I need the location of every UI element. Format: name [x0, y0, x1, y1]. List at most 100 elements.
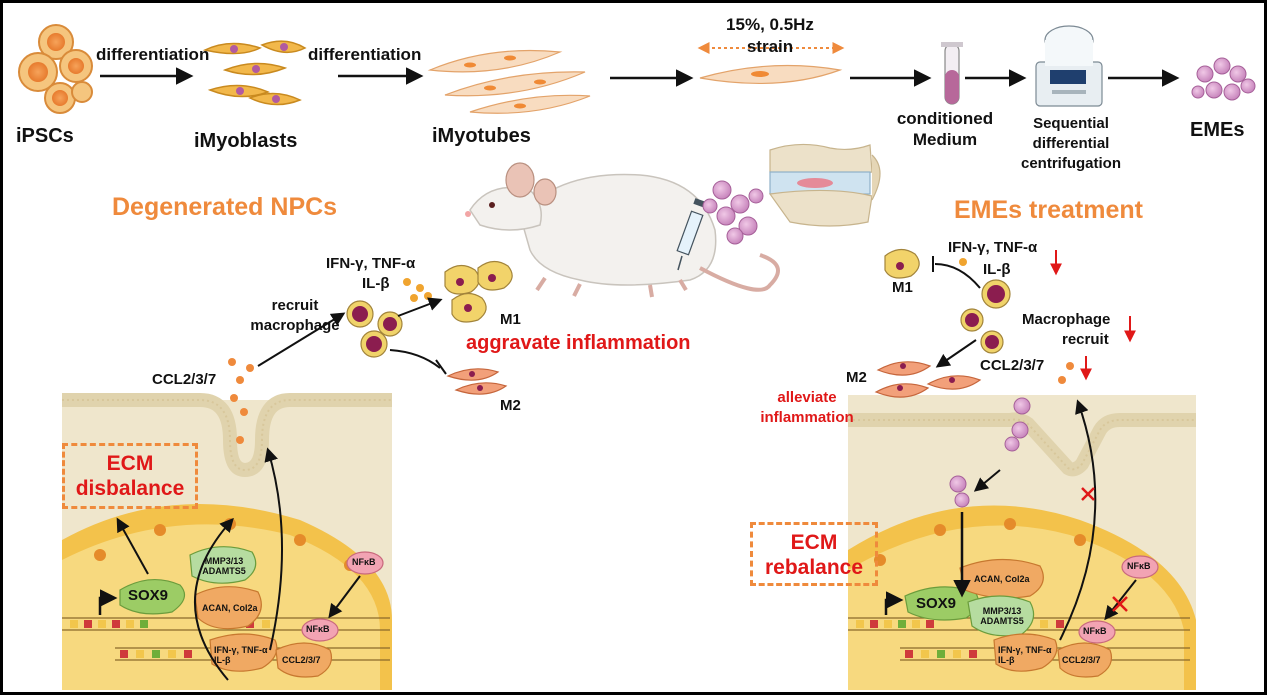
- label-centrifugation: centrifugation: [1021, 155, 1121, 172]
- right-label-nfkb-bottom: NFκB: [1083, 626, 1107, 636]
- right-label-inflammation: inflammation: [760, 409, 854, 426]
- centrifuge-icon: [1035, 25, 1103, 107]
- left-acan-blob: [194, 586, 262, 630]
- right-label-m1: M1: [892, 279, 913, 296]
- right-arrow-emes-uptake: [973, 469, 1001, 492]
- right-m2-cells: [874, 361, 982, 398]
- right-nfkb-top-blob: [1121, 555, 1159, 579]
- emes-cluster: [1191, 57, 1256, 101]
- right-label-nfkb-top: NFκB: [1127, 561, 1151, 571]
- left-label-m2: M2: [500, 397, 521, 414]
- right-ccl-dots: [1058, 362, 1074, 384]
- left-panel-title: Degenerated NPCs: [112, 193, 338, 221]
- left-sox9-promoter-arrow: [98, 589, 118, 615]
- right-label-il-beta: IL-β: [983, 261, 1011, 278]
- left-protein-blobs: [119, 546, 384, 678]
- left-label-nfkb-top: NFκB: [352, 557, 376, 567]
- right-label-mmp: MMP3/13: [982, 606, 1022, 616]
- right-m1-cell: [884, 248, 920, 279]
- label-strain: strain: [746, 37, 794, 56]
- rat-illustration: [465, 162, 780, 298]
- right-inhibit-m1: [934, 263, 981, 289]
- strained-myotube: [699, 64, 843, 85]
- left-label-cytokines: IFN-γ, TNF-α: [326, 255, 416, 272]
- label-medium: Medium: [912, 130, 978, 149]
- right-ifn-blob: [993, 633, 1058, 672]
- label-differentiation-2: differentiation: [308, 45, 422, 64]
- left-label-mmp: MMP3/13: [204, 556, 244, 566]
- right-arrow-macrophage-m2: [935, 339, 977, 368]
- left-label-macrophage: macrophage: [250, 317, 340, 334]
- left-ccl-blob: [275, 642, 333, 678]
- right-panel-title: EMEs treatment: [954, 196, 1143, 224]
- left-label-recruit: recruit: [271, 297, 319, 314]
- left-nfkb-bottom-blob: [301, 618, 339, 642]
- label-strain-params: 15%, 0.5Hz: [726, 15, 814, 34]
- left-nfkb-top-blob: [346, 551, 384, 575]
- right-label-ifn-il: IL-β: [998, 655, 1015, 665]
- left-label-aggravate: aggravate inflammation: [466, 332, 691, 354]
- right-label-sox9: SOX9: [916, 595, 957, 612]
- label-conditioned: conditioned: [896, 109, 994, 128]
- left-label-sox9: SOX9: [128, 587, 169, 604]
- left-ecm-line1: ECM: [106, 452, 154, 475]
- left-label-ccl-small: CCL2/3/7: [282, 655, 321, 665]
- label-sequential: Sequential: [1033, 115, 1109, 132]
- right-ccl-blob: [1057, 642, 1113, 678]
- label-imyoblasts: iMyoblasts: [194, 130, 298, 152]
- right-label-adamts: ADAMTS5: [980, 616, 1024, 626]
- left-sox9-blob: [119, 578, 186, 615]
- right-sox9-promoter-arrow: [884, 591, 904, 615]
- right-ecm-line1: ECM: [790, 531, 838, 554]
- left-ecm-box: ECM disbalance: [62, 443, 198, 509]
- left-label-nfkb-bottom: NFκB: [306, 624, 330, 634]
- label-emes: EMEs: [1190, 119, 1245, 141]
- right-arrow-nfkb: [1104, 579, 1137, 621]
- left-arrow-nfkb: [328, 575, 361, 619]
- right-ecm-line2: rebalance: [764, 556, 864, 580]
- myotube-cluster: [427, 49, 591, 114]
- tube-icon: [941, 42, 963, 105]
- right-label-m2: M2: [846, 369, 867, 386]
- left-macrophages: [346, 300, 403, 358]
- right-emes-flow: [949, 397, 1031, 508]
- left-m1-cells: [444, 260, 513, 323]
- left-ccl-dots: [228, 358, 254, 444]
- right-label-ccl-small: CCL2/3/7: [1062, 655, 1101, 665]
- left-label-acan: ACAN, Col2a: [202, 603, 258, 613]
- left-ecm-line2: disbalance: [75, 477, 185, 501]
- right-label-recruit: recruit: [1062, 331, 1109, 348]
- left-label-ifn-il: IL-β: [214, 655, 231, 665]
- right-label-ifn: IFN-γ, TNF-α: [998, 645, 1052, 655]
- left-arrow-ccl-up: [264, 447, 284, 651]
- right-block-x-ccl: [1081, 487, 1095, 501]
- left-arrow-sox9-ecm: [116, 517, 149, 575]
- label-ipscs: iPSCs: [16, 125, 74, 147]
- label-differential: differential: [1032, 135, 1110, 152]
- ipsc-cluster: [18, 24, 93, 114]
- left-arrow-ifn-up: [194, 517, 234, 681]
- left-inhibit-m2: [389, 349, 441, 369]
- left-label-ccl: CCL2/3/7: [152, 371, 217, 388]
- left-label-ifn: IFN-γ, TNF-α: [214, 645, 268, 655]
- right-block-x-nfkb: [1112, 596, 1128, 612]
- right-mmp-blob: [967, 595, 1035, 637]
- left-arrow-ccl-macrophage: [257, 312, 346, 367]
- spine-illustration: [768, 143, 881, 227]
- left-label-adamts: ADAMTS5: [202, 566, 246, 576]
- right-arrow-ccl-up: [1059, 399, 1097, 641]
- left-arrow-macrophage-m1: [397, 297, 443, 317]
- right-ecm-box: ECM rebalance: [750, 522, 878, 586]
- label-differentiation-1: differentiation: [96, 45, 210, 64]
- left-label-m1: M1: [500, 311, 521, 328]
- left-label-il-beta: IL-β: [362, 275, 390, 292]
- left-ifn-blob: [209, 633, 278, 672]
- right-label-acan: ACAN, Col2a: [974, 574, 1030, 584]
- label-imyotubes: iMyotubes: [432, 125, 531, 147]
- right-nfkb-bottom-blob: [1078, 620, 1116, 644]
- center-emes-cluster: [702, 180, 764, 245]
- right-label-ccl: CCL2/3/7: [980, 357, 1045, 374]
